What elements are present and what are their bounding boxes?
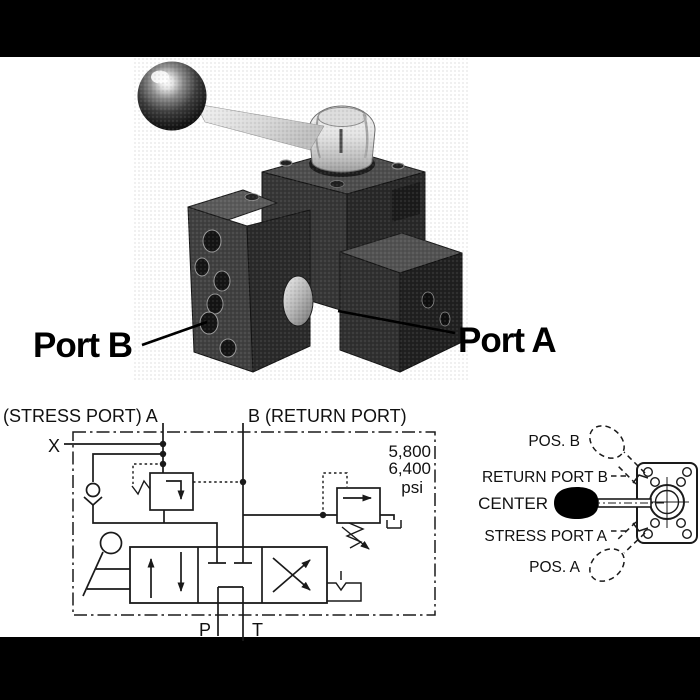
- check-valve-ball: [85, 482, 101, 498]
- bolt-hole: [682, 529, 693, 540]
- directional-valve: [82, 531, 362, 604]
- port-b-leader-line: [141, 320, 208, 347]
- directional-valve-body: [129, 546, 328, 604]
- reducing-valve-body: [149, 472, 194, 511]
- center-lever: [554, 487, 664, 519]
- junction-dot: [159, 460, 167, 468]
- pressure-value-2: 6,400: [388, 459, 431, 478]
- pos-b-label: POS. B: [528, 433, 580, 450]
- bolt-hole: [650, 518, 661, 529]
- detent-symbol: [327, 582, 362, 602]
- bottom-black-bar: [0, 637, 700, 700]
- valve-photo: Port B Port A: [33, 58, 557, 380]
- relief-valve: [322, 472, 381, 550]
- plate-bolt-holes: [643, 467, 693, 540]
- bolt-hole: [676, 477, 687, 488]
- relief-pilot-dotted: [322, 472, 348, 515]
- relief-spring: [345, 522, 365, 549]
- port-a-label: Port A: [458, 321, 556, 360]
- schematic-port-a-title: (STRESS PORT) A: [3, 406, 158, 426]
- junction-dot: [239, 478, 247, 486]
- junction-dot: [159, 450, 167, 458]
- lever-actuator-links: [87, 568, 130, 590]
- top-black-bar: [0, 0, 700, 57]
- pos-a-label: POS. A: [529, 559, 580, 576]
- port-a-leader-line: [337, 309, 456, 335]
- lever-actuator-handle: [82, 551, 104, 597]
- junction-dots: [159, 440, 327, 519]
- schematic-port-b-title: B (RETURN PORT): [248, 406, 407, 426]
- lever-knob: [554, 487, 598, 519]
- plate-detent-marks: [632, 474, 649, 532]
- reducing-valve-flow-arrow: [166, 480, 185, 500]
- lever-actuator-pivot: [99, 531, 123, 555]
- position-dividers: [197, 547, 263, 603]
- bolt-hole: [650, 477, 661, 488]
- cross-arrow-1: [272, 559, 311, 593]
- hydraulic-schematic: (STRESS PORT) A B (RETURN PORT) X 5,800 …: [3, 406, 436, 641]
- check-valve-seat: [83, 496, 103, 507]
- return-port-b-label: RETURN PORT B: [482, 469, 608, 486]
- reducing-pilot-dotted: [132, 463, 163, 484]
- drain-cup: [386, 520, 402, 529]
- pressure-unit: psi: [401, 478, 423, 497]
- pt-bridge: [217, 586, 244, 641]
- relief-adjust-arrow: [341, 526, 370, 550]
- boss-crosshair: [646, 477, 689, 528]
- stress-port-a-label: STRESS PORT A: [484, 528, 607, 545]
- pos-a-plate-mark: [632, 522, 649, 532]
- lever-position-diagram: POS. B RETURN PORT B CENTER STRESS PORT …: [478, 425, 698, 582]
- pos-b-knob-outline: [589, 425, 625, 459]
- bolt-hole: [682, 467, 693, 478]
- pressure-value-1: 5,800: [388, 442, 431, 461]
- halftone-overlay: [134, 58, 470, 380]
- pos-b-plate-mark: [632, 474, 649, 484]
- junction-dot: [319, 511, 327, 519]
- collector-line: [92, 505, 218, 563]
- reducing-valve-spring: [131, 479, 151, 496]
- dashed-positions: [589, 425, 646, 582]
- pos-a-lever-lines: [615, 521, 646, 554]
- relief-valve-body: [336, 487, 381, 524]
- pos-a-knob-outline: [589, 548, 625, 582]
- pos-b-lever-lines: [615, 451, 646, 485]
- check-branch: [92, 453, 163, 482]
- bolt-hole: [676, 518, 687, 529]
- p-port-label: P: [199, 620, 211, 640]
- check-valve: [83, 482, 103, 507]
- pressure-reducing-valve: [131, 463, 243, 511]
- center-label: CENTER: [478, 494, 548, 513]
- t-port-label: T: [252, 620, 263, 640]
- x-pilot-label: X: [48, 436, 60, 456]
- envelope-border: [72, 431, 436, 616]
- port-b-label: Port B: [33, 326, 132, 365]
- junction-dot: [159, 440, 167, 448]
- relief-drain-line: [380, 514, 395, 520]
- cross-arrow-2: [272, 557, 311, 591]
- flow-lines: [64, 423, 402, 641]
